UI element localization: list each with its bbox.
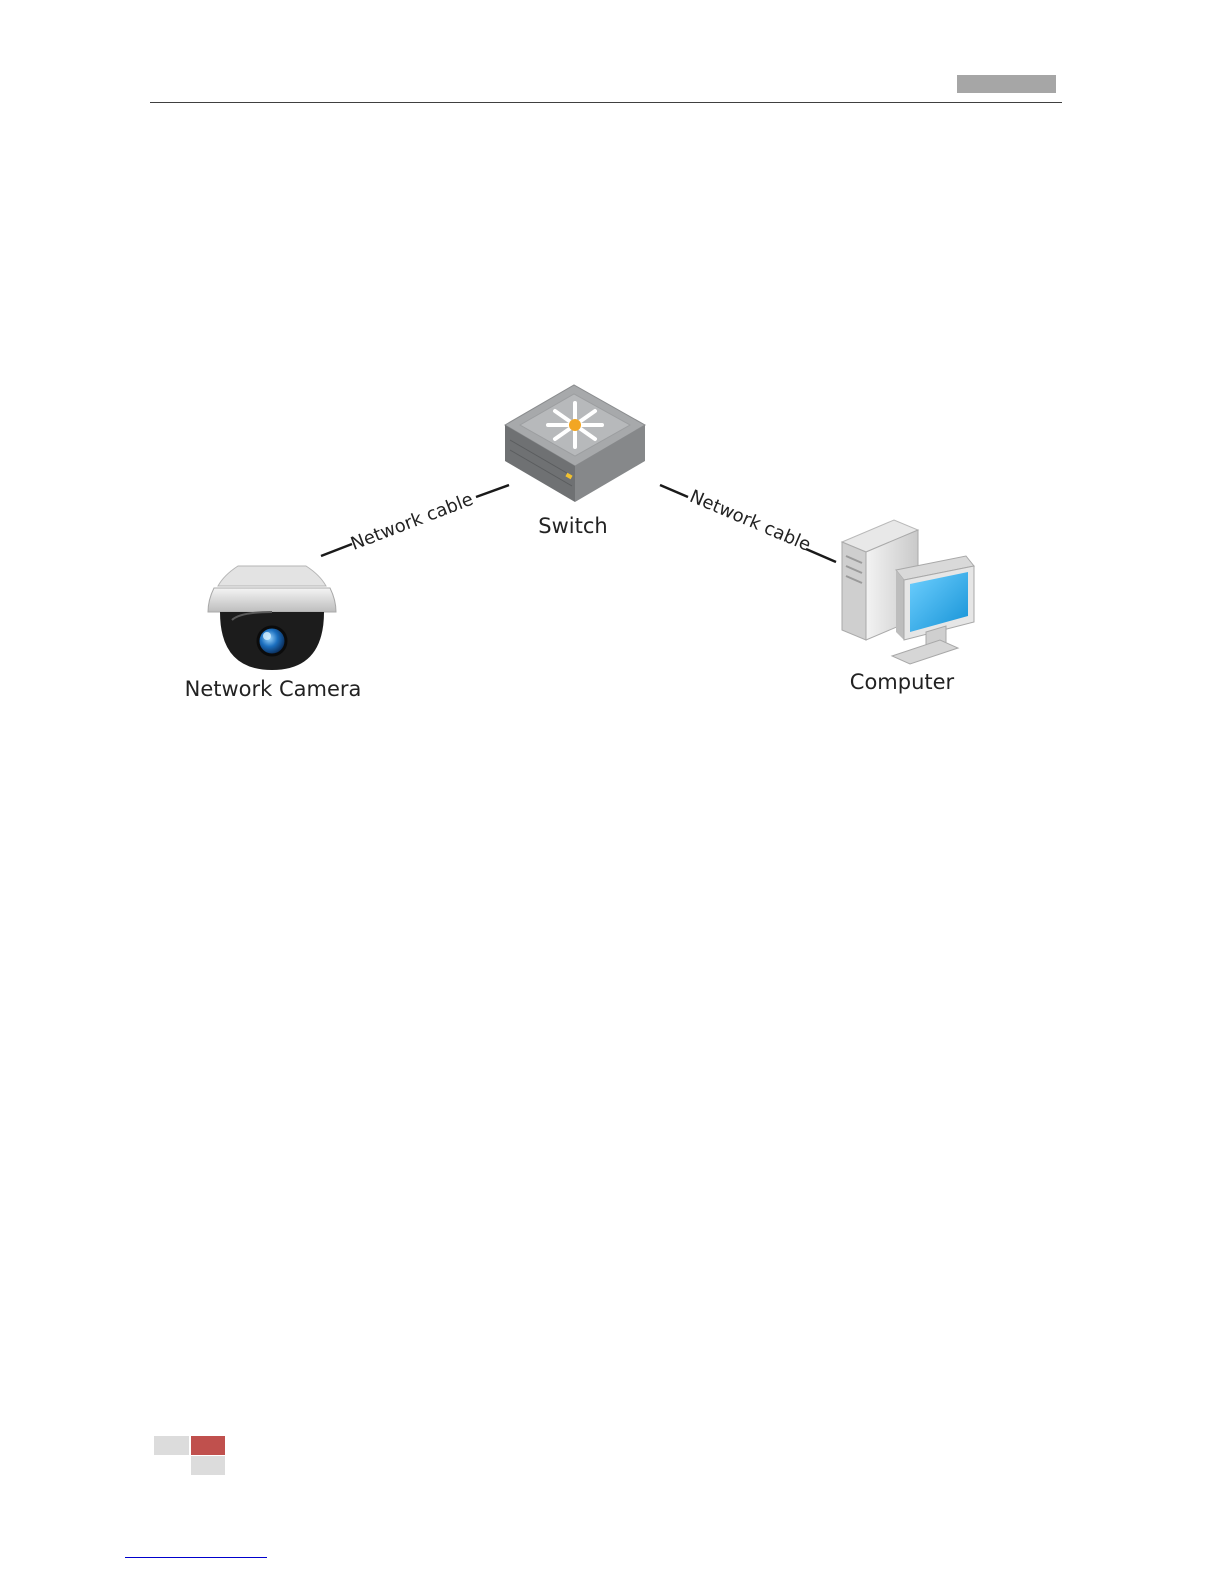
footer-link-underline [125, 1557, 267, 1558]
footer-block-grey-lower [191, 1456, 225, 1475]
cable-camera-switch: Network cable [321, 485, 509, 556]
switch-label: Switch [538, 514, 607, 538]
computer-icon [842, 520, 974, 664]
cable-switch-computer: Network cable [660, 485, 836, 562]
footer-block-accent [191, 1436, 225, 1455]
network-camera-icon [208, 566, 336, 670]
computer-label: Computer [850, 670, 955, 694]
switch-icon [505, 385, 645, 502]
footer-block-grey [154, 1436, 189, 1455]
cable-label-left: Network cable [348, 489, 476, 555]
cable-label-right: Network cable [687, 486, 814, 556]
network-camera-label: Network Camera [185, 677, 362, 701]
